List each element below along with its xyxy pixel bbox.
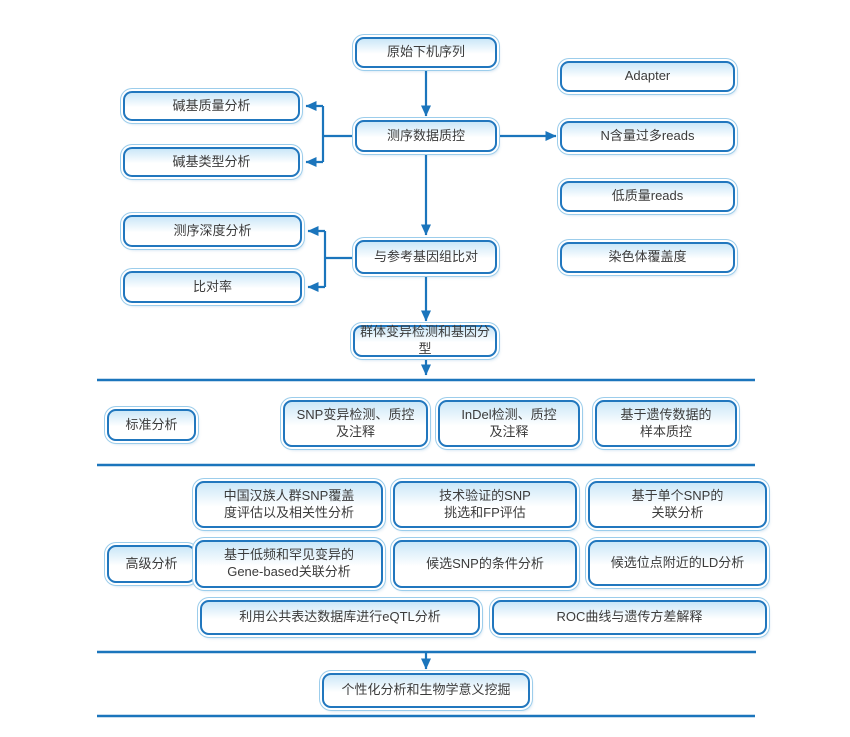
node-low-quality: 低质量reads bbox=[560, 181, 735, 212]
node-depth: 测序深度分析 bbox=[123, 215, 302, 247]
label-advanced-analysis: 高级分析 bbox=[107, 545, 196, 583]
node-conditional-snp: 候选SNP的条件分析 bbox=[393, 540, 577, 588]
label-standard-analysis: 标准分析 bbox=[107, 409, 196, 441]
node-gene-based-assoc: 基于低频和罕见变异的 Gene-based关联分析 bbox=[195, 540, 383, 588]
node-variant-calling: 群体变异检测和基因分型 bbox=[353, 324, 497, 357]
node-indel-annotation: InDel检测、质控 及注释 bbox=[438, 400, 580, 447]
node-raw-sequence: 原始下机序列 bbox=[355, 37, 497, 68]
node-chr-coverage: 染色体覆盖度 bbox=[560, 242, 735, 273]
node-align: 与参考基因组比对 bbox=[355, 240, 497, 274]
node-adapter: Adapter bbox=[560, 61, 735, 92]
node-n-reads: N含量过多reads bbox=[560, 121, 735, 152]
node-base-quality: 碱基质量分析 bbox=[123, 91, 300, 121]
node-personalized-mining: 个性化分析和生物学意义挖掘 bbox=[322, 673, 530, 708]
node-sample-qc: 基于遗传数据的 样本质控 bbox=[595, 400, 737, 447]
node-tech-snp-fp: 技术验证的SNP 挑选和FP评估 bbox=[393, 481, 577, 528]
node-eqtl: 利用公共表达数据库进行eQTL分析 bbox=[200, 600, 480, 635]
node-snp-annotation: SNP变异检测、质控 及注释 bbox=[283, 400, 428, 447]
node-data-qc: 测序数据质控 bbox=[355, 120, 497, 152]
node-single-snp-assoc: 基于单个SNP的 关联分析 bbox=[588, 481, 767, 528]
node-base-type: 碱基类型分析 bbox=[123, 147, 300, 177]
node-roc: ROC曲线与遗传方差解释 bbox=[492, 600, 767, 635]
node-han-snp-coverage: 中国汉族人群SNP覆盖 度评估以及相关性分析 bbox=[195, 481, 383, 528]
node-ld-analysis: 候选位点附近的LD分析 bbox=[588, 540, 767, 586]
node-map-rate: 比对率 bbox=[123, 271, 302, 303]
